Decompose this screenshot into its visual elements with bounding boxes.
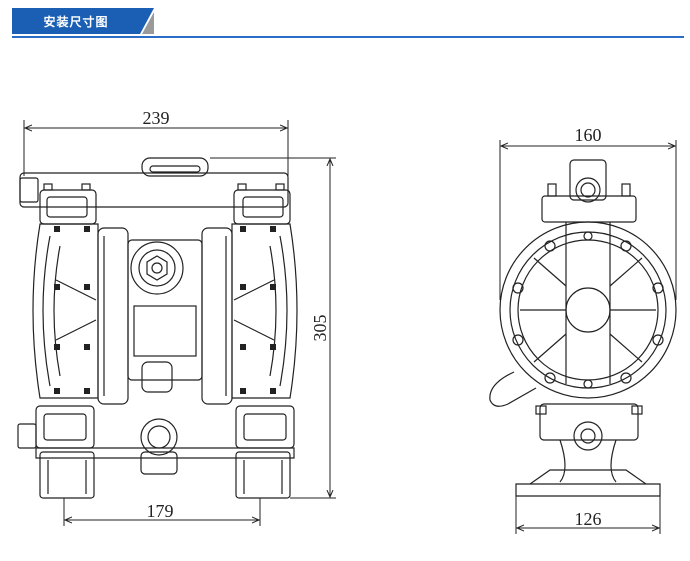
section-title-tab: 安装尺寸图 xyxy=(12,8,140,34)
side-view-pump xyxy=(489,159,677,497)
section-title: 安装尺寸图 xyxy=(43,15,109,29)
dimension-side-width-top xyxy=(499,140,677,300)
section-header: 安装尺寸图 xyxy=(12,8,684,38)
dimension-front-width-top xyxy=(23,120,289,176)
dimension-label-126: 126 xyxy=(575,509,602,529)
dimension-label-239: 239 xyxy=(143,108,170,128)
dimension-front-height xyxy=(210,157,336,499)
dimension-label-179: 179 xyxy=(147,501,174,521)
front-view-pump xyxy=(17,157,298,499)
header-divider xyxy=(12,36,684,38)
dimension-front-width-bottom xyxy=(63,498,261,526)
dimension-side-width-bottom xyxy=(515,496,661,534)
tab-corner-icon xyxy=(140,8,154,34)
dimension-label-160: 160 xyxy=(575,125,602,145)
dimension-label-305: 305 xyxy=(310,315,330,342)
